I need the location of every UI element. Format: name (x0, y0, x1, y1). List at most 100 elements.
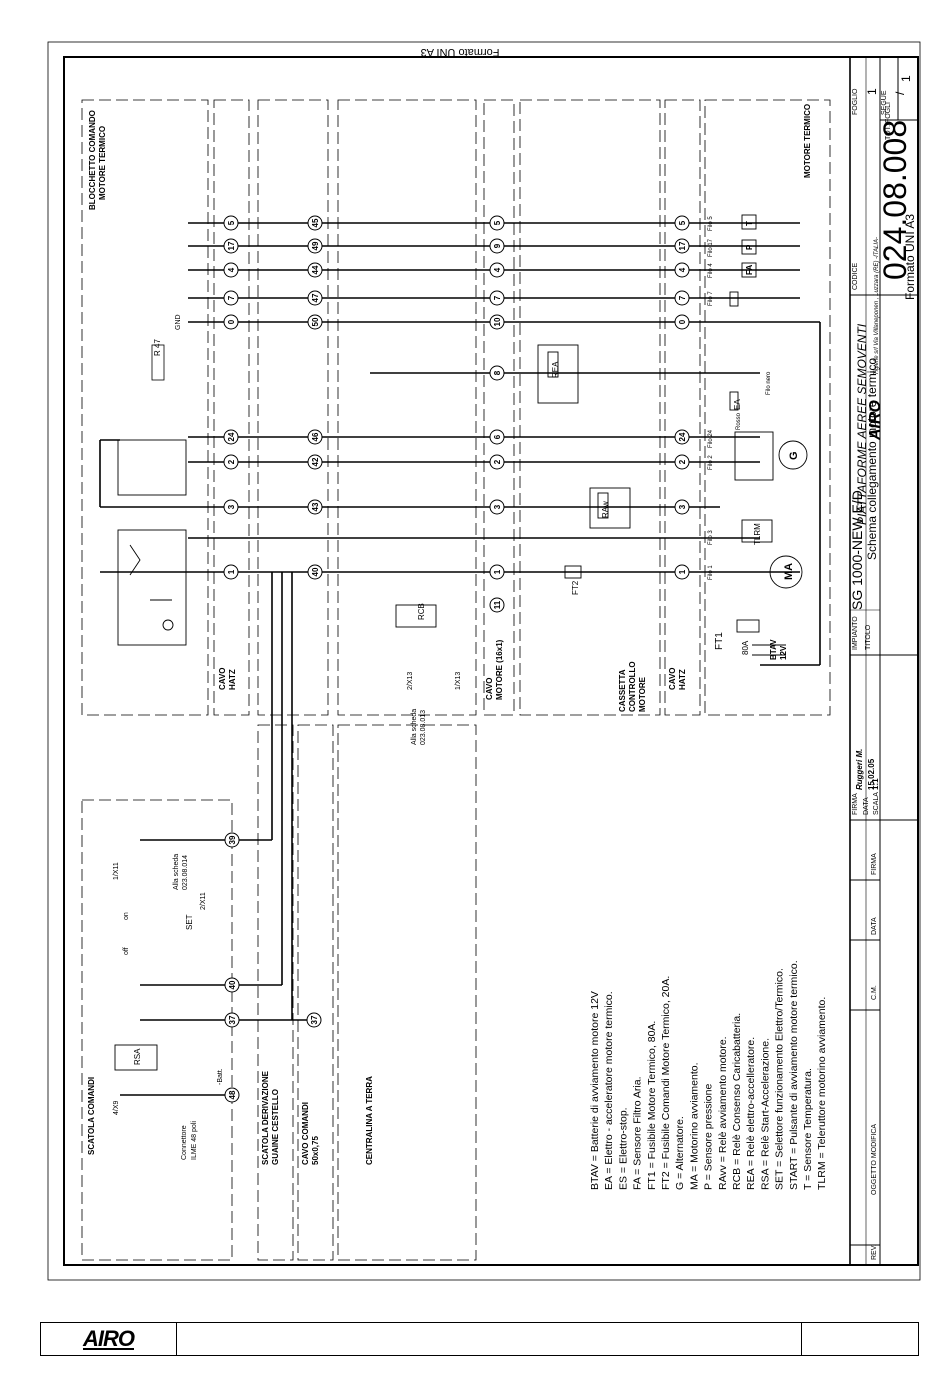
group-boxes (81, 99, 831, 1261)
x11b-label: 2/X11 (200, 892, 207, 910)
rcb-box (395, 604, 437, 628)
terminal-comandi_low-48: 48 (224, 1087, 240, 1103)
foglio-value: 1 (865, 88, 879, 95)
label-blocchetto-1: BLOCCHETTO COMANDO (88, 110, 97, 210)
terminal-hatz1-3: 3 (223, 499, 239, 515)
label-cavo-motore-b: MOTORE (16x1) (495, 639, 504, 700)
svg-text:5: 5 (227, 220, 236, 225)
svg-text:9: 9 (493, 243, 502, 248)
filo1-label: Filo 1 (708, 565, 714, 580)
svg-text:2: 2 (678, 459, 687, 464)
box-cavo-comandi (297, 724, 334, 1261)
svg-text:44: 44 (311, 265, 320, 274)
terminal-hatz1-2: 2 (223, 454, 239, 470)
terminal-motore-2: 2 (489, 454, 505, 470)
x11a-label: 1/X11 (113, 862, 120, 880)
legend-line: T = Sensore Temperatura. (802, 1068, 814, 1190)
svg-text:47: 47 (311, 293, 320, 302)
raw-label: RAw (601, 501, 610, 518)
terminal-hatz2-17: 17 (674, 238, 690, 254)
set-label: SET (185, 914, 194, 930)
terminal-hatz1-7: 7 (223, 290, 239, 306)
ft1-box (736, 619, 760, 633)
svg-text:50: 50 (311, 317, 320, 326)
es-coil (729, 291, 739, 307)
rsa-box (114, 1044, 158, 1071)
svg-text:7: 7 (678, 295, 687, 300)
label-cassetta-1: CASSETTA (618, 669, 627, 712)
footer-divider (801, 1323, 802, 1355)
filo2-label: Filo 2 (708, 455, 714, 470)
label-motore-termico: MOTORE TERMICO (803, 104, 812, 178)
title-block-frame (849, 57, 918, 1265)
rea-coil (547, 351, 559, 378)
terminal-derivazione-42: 42 (307, 454, 323, 470)
svg-text:3: 3 (227, 504, 236, 509)
svg-text:7: 7 (227, 295, 236, 300)
label-derivazione-2: GUAINE CESTELLO (271, 1089, 280, 1165)
codice-value: 024.08.008 (877, 120, 913, 280)
terminal-motore-1: 1 (489, 564, 505, 580)
terminal-derivazione-46: 46 (307, 429, 323, 445)
brand-logo: AIRO (867, 399, 884, 441)
label-cassetta-3: MOTORE (638, 676, 647, 712)
legend-line: FT2 = Fusibile Comandi Motore Termico, 2… (660, 976, 672, 1190)
terminal-motore-8: 8 (489, 365, 505, 381)
terminal-motore-11: 11 (489, 597, 505, 613)
label-cavo-hatz-2: CAVO (668, 667, 677, 690)
terminal-comandi_low-37: 37 (224, 1012, 240, 1028)
alla-scheda-2b: 023.08.013 (420, 710, 427, 745)
svg-text:10: 10 (493, 317, 502, 326)
inner-frame (63, 56, 919, 1266)
svg-text:0: 0 (227, 319, 236, 324)
terminal-comandi_low-40: 40 (224, 977, 240, 993)
label-cavo-hatz-1: CAVO (218, 667, 227, 690)
terminal-group: 1322407417540434246504744494513268107495… (223, 215, 690, 1103)
svg-text:42: 42 (311, 457, 320, 466)
ma-circle (769, 555, 803, 589)
btav-volt: 12V (779, 645, 788, 660)
terminal-hatz2-7: 7 (674, 290, 690, 306)
terminal-hatz1-17: 17 (223, 238, 239, 254)
oggetto-label: OGGETTO MODIFICA (871, 1124, 878, 1195)
svg-text:24: 24 (678, 432, 687, 441)
company-name: PIATTAFORME AEREE SEMOVENTI (855, 323, 869, 525)
svg-text:49: 49 (311, 241, 320, 250)
svg-text:5: 5 (678, 220, 687, 225)
alla-scheda-1b: 023.08.014 (182, 855, 189, 890)
wires (99, 222, 821, 1096)
foglio-label: FOGLIO (852, 88, 859, 115)
svg-text:37: 37 (228, 1015, 237, 1024)
terminal-derivazione-50: 50 (307, 314, 323, 330)
fa-label: FA (745, 265, 754, 275)
components (114, 214, 808, 1071)
ma-label: MA (783, 563, 795, 580)
key-switch-block (117, 439, 187, 646)
legend-line: FA = Sensore Filtro Aria. (632, 1076, 644, 1190)
on-label: on (123, 912, 130, 920)
filonero-label: Filo nero (766, 371, 772, 395)
svg-text:1: 1 (227, 569, 236, 574)
box-scatola-comandi (81, 799, 233, 1261)
svg-text:24: 24 (227, 432, 236, 441)
legend-line: P = Sensore pressione (703, 1084, 715, 1190)
label-blocchetto-2: MOTORE TERMICO (98, 126, 107, 200)
legend: BTAV = Batterie di avviamento motore 12V… (589, 960, 828, 1190)
data-value: 15.02.05 (867, 758, 876, 790)
ea-label: EA (733, 399, 742, 410)
terminal-hatz2-4: 4 (674, 262, 690, 278)
t-label: T (745, 221, 754, 226)
terminal-hatz1-5: 5 (223, 215, 239, 231)
tot-value: 1 (899, 75, 913, 82)
svg-text:6: 6 (493, 434, 502, 439)
svg-text:4: 4 (678, 267, 687, 272)
filo4-label: Filo 4 (708, 263, 714, 278)
terminal-motore-5: 5 (489, 215, 505, 231)
svg-text:17: 17 (678, 241, 687, 250)
filo3-label: Filo 3 (708, 530, 714, 545)
filo24-label: Filo 24 (708, 429, 714, 448)
titolo-value: Schema collegamento motore termico (865, 358, 879, 560)
alternator-circle (778, 440, 808, 470)
box-cavo-hatz-2 (664, 99, 701, 716)
